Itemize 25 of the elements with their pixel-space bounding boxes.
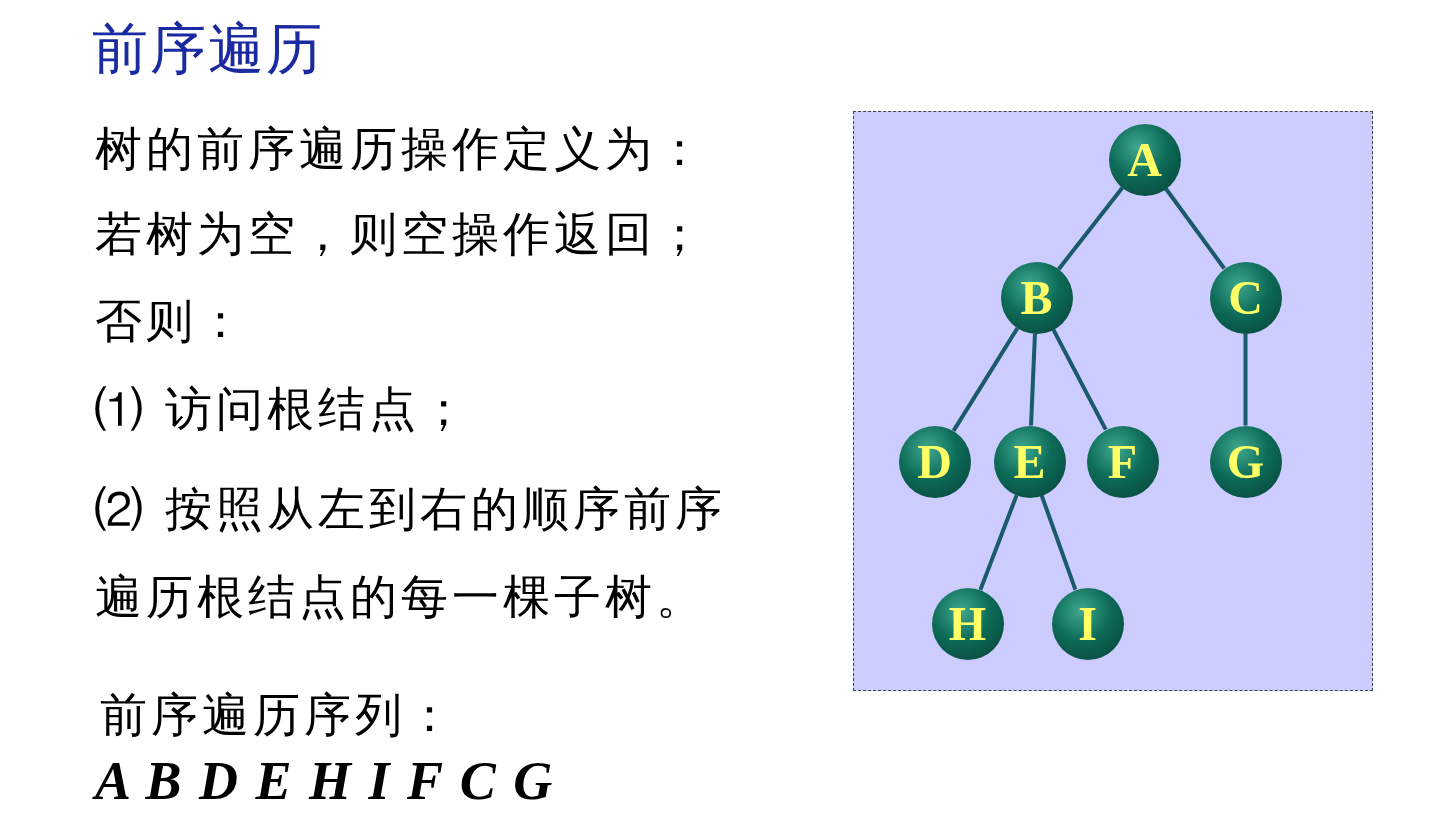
text-line: 若树为空，则空操作返回； <box>95 205 708 263</box>
tree-edge <box>1057 186 1124 271</box>
tree-panel <box>853 111 1373 691</box>
title: 前序遍历 <box>92 15 324 83</box>
tree-node-circle: H <box>931 587 1004 660</box>
tree-node-circle: E <box>993 425 1066 498</box>
tree-node-circle: G <box>1209 425 1282 498</box>
text-line: 前序遍历序列： <box>100 686 458 744</box>
tree-node-circle: A <box>1108 123 1181 196</box>
text-line: 树的前序遍历操作定义为： <box>95 120 708 178</box>
tree-node-circle: B <box>1000 261 1073 334</box>
tree-edge <box>1243 333 1248 426</box>
tree-node-circle: F <box>1086 425 1159 498</box>
tree-node-circle: C <box>1209 261 1282 334</box>
text-line: ⑵ 按照从左到右的顺序前序遍历根结点的每一棵子树。 <box>95 480 727 626</box>
tree-edge <box>1039 494 1078 591</box>
tree-edge <box>1164 187 1226 270</box>
tree-node-circle: I <box>1051 587 1124 660</box>
tree-edge <box>978 494 1019 591</box>
tree-edge <box>951 327 1020 432</box>
tree-edge <box>1029 333 1037 426</box>
tree-node-circle: D <box>898 425 971 498</box>
text-line: ⑴ 访问根结点； <box>95 380 472 438</box>
text-line: 否则： <box>95 292 249 350</box>
tree-edge <box>1051 328 1108 431</box>
